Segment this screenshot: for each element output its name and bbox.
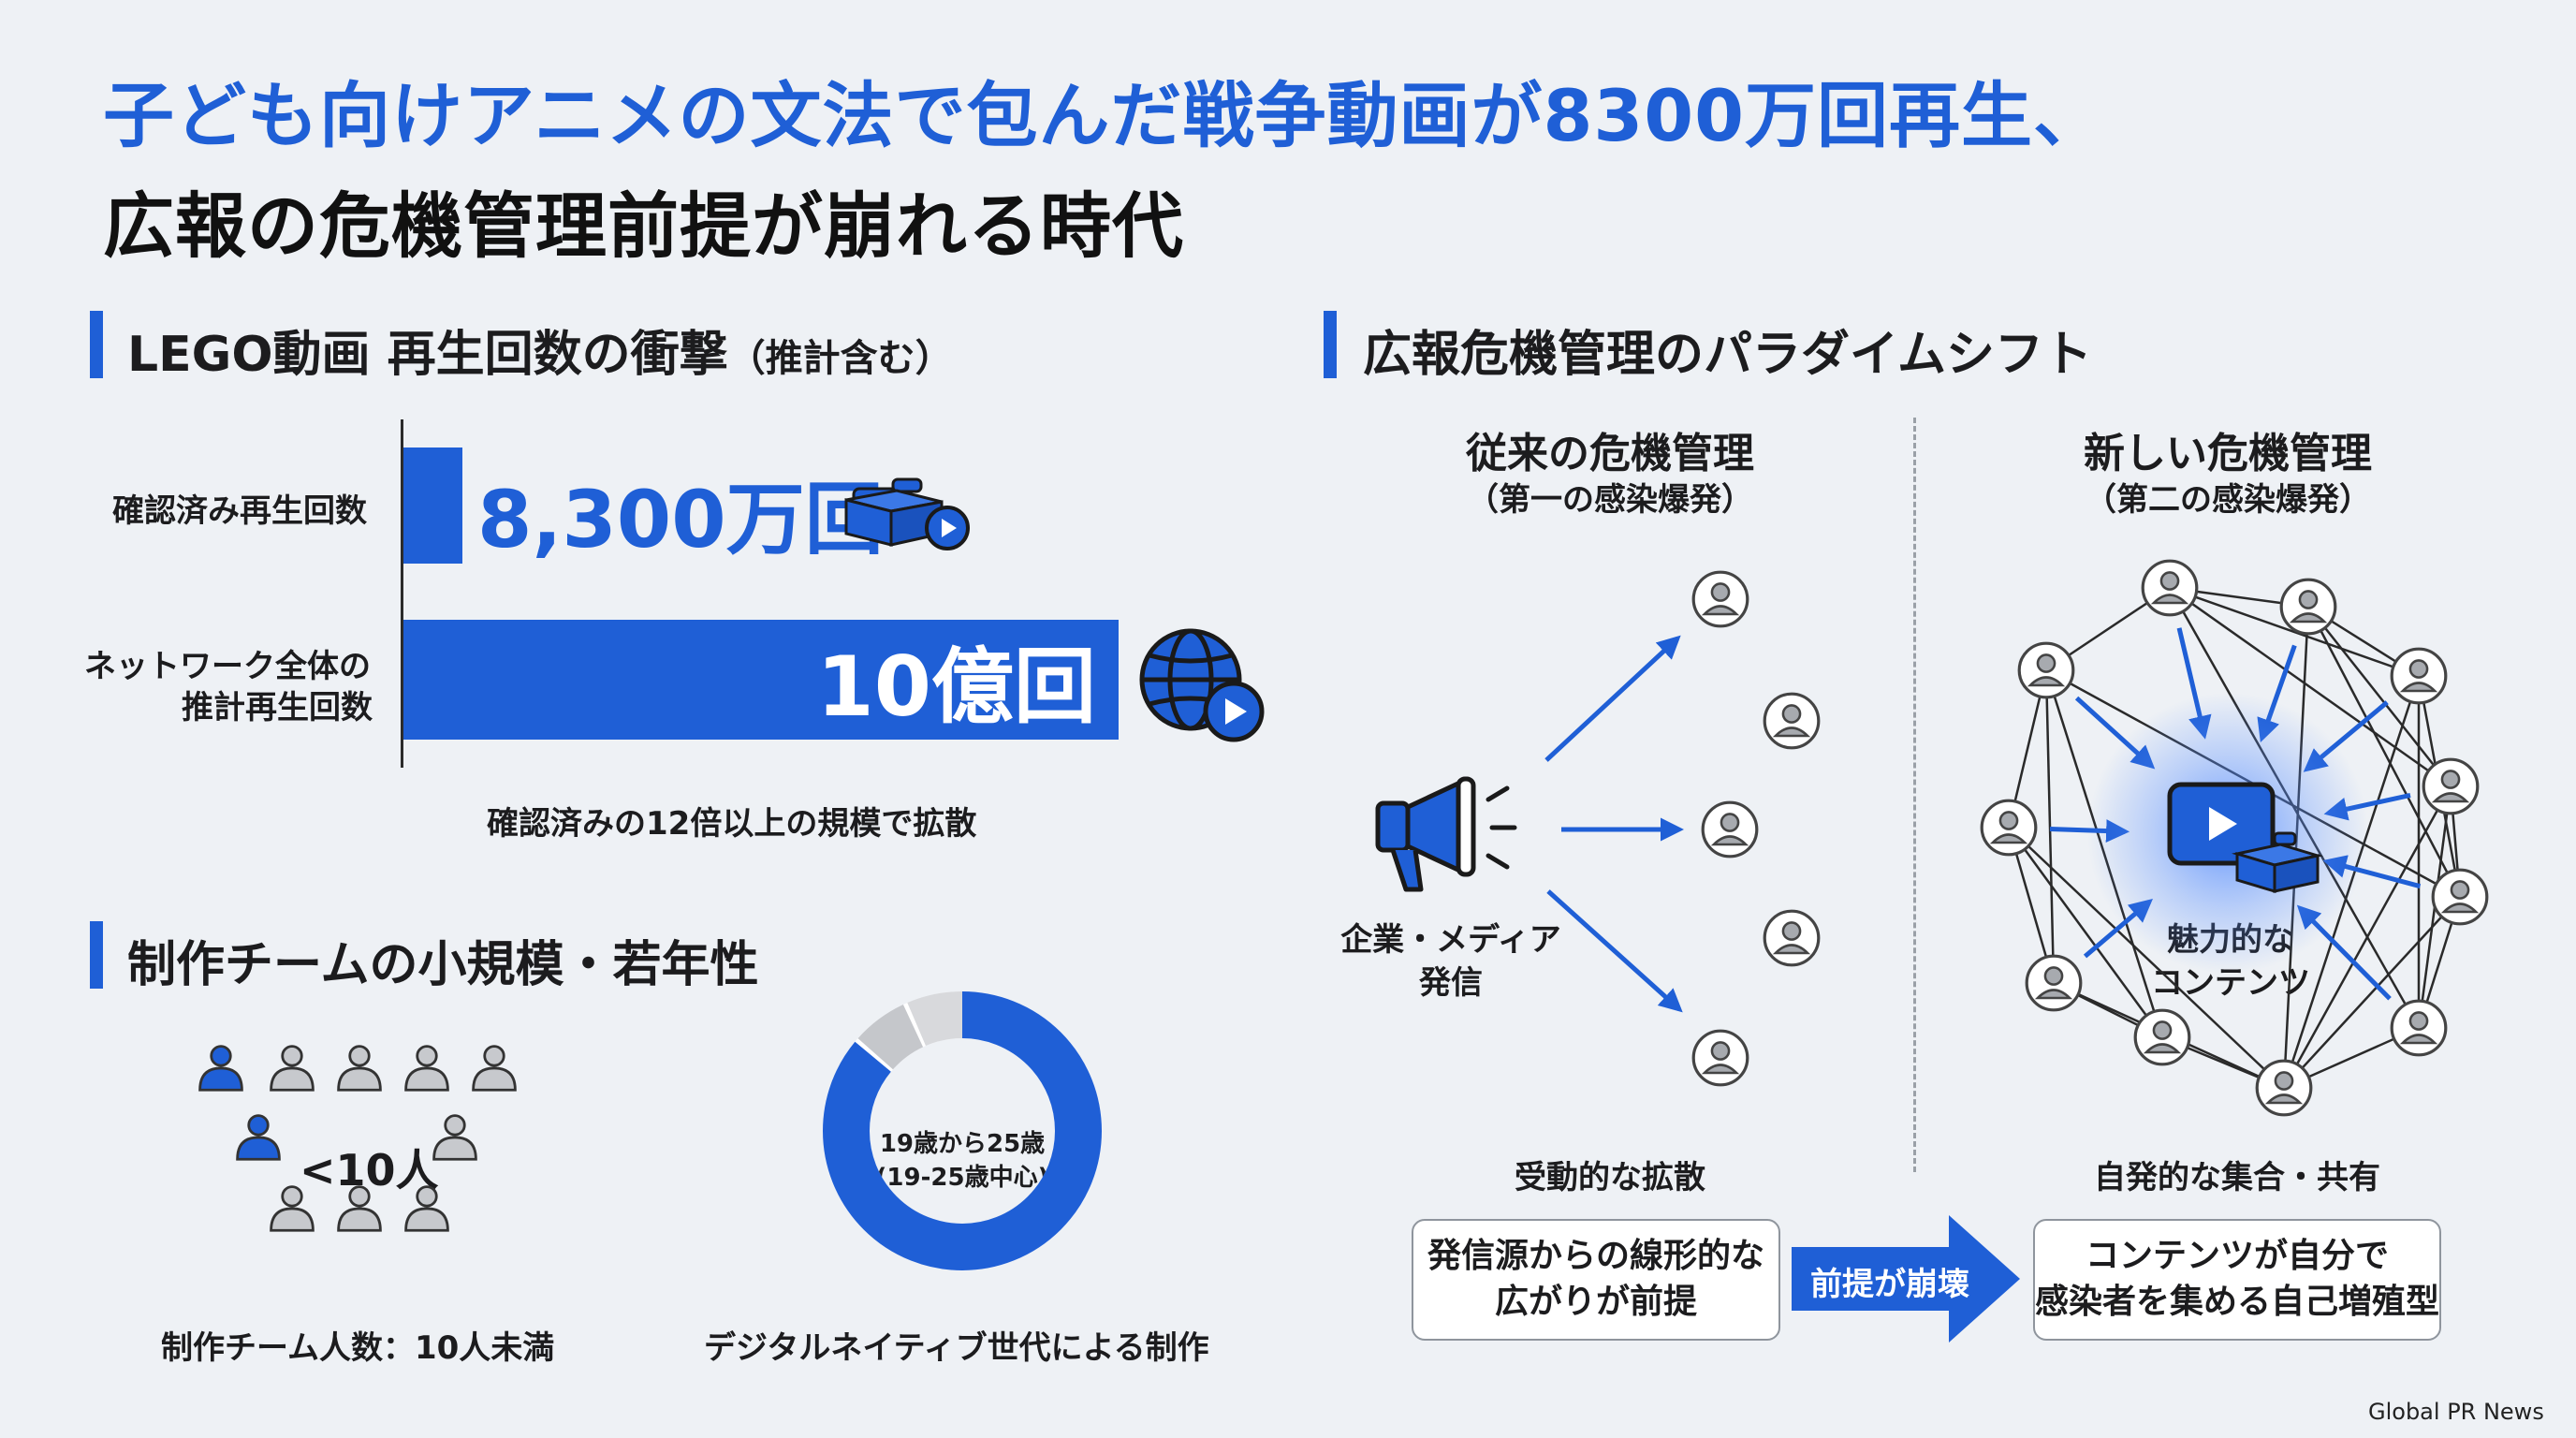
- network-link: [2169, 586, 2420, 678]
- old-audience: [1691, 570, 1821, 1087]
- collapse-arrow-label: 前提が崩壊: [1810, 1266, 1969, 1303]
- old-box: 発信源からの線形的な広がりが前提: [1412, 1219, 1780, 1341]
- person-icon: [404, 1185, 449, 1232]
- headline-line-1: 子ども向けアニメの文法で包んだ戦争動画が8300万回再生、: [103, 74, 2106, 157]
- section-marker: [90, 921, 103, 989]
- person-icon: [337, 1185, 382, 1232]
- donut-caption: デジタルネイティブ世代による制作: [704, 1329, 1209, 1367]
- person-icon: [1763, 692, 1821, 750]
- team-caption: 制作チーム人数：10人未満: [161, 1329, 555, 1367]
- network-link: [2306, 606, 2462, 898]
- network-link: [2169, 586, 2452, 788]
- views-section-title: LEGO動画 再生回数の衝撃（推計含む）: [127, 315, 953, 385]
- megaphone-icon: [1375, 776, 1517, 892]
- old-caption: 受動的な拡散: [1515, 1159, 1705, 1196]
- network-link: [2282, 785, 2452, 1089]
- video-lego-icon: [2167, 782, 2323, 894]
- old-box-line-2: 広がりが前提: [1494, 1283, 1697, 1321]
- megaphone-label: 企業・メディア 発信: [1310, 919, 1591, 1005]
- network-link: [2008, 827, 2285, 1089]
- person-icon: [2255, 1059, 2313, 1117]
- bar-label-confirmed: 確認済み再生回数: [112, 492, 367, 530]
- section-marker: [1324, 311, 1337, 378]
- views-section-title-text: LEGO動画 再生回数の衝撃: [127, 327, 728, 383]
- person-icon: [404, 1045, 449, 1092]
- new-box: コンテンツが自分で感染者を集める自己増殖型: [2033, 1219, 2441, 1341]
- person-icon: [1691, 1029, 1749, 1087]
- donut-segment-minor: [823, 991, 1102, 1270]
- person-icon: [2390, 647, 2448, 705]
- donut-center-line-2: (19-25歳中心): [875, 1164, 1049, 1193]
- bar-value-confirmed: 8,300万回: [477, 474, 884, 565]
- bar-axis: [401, 419, 403, 768]
- person-icon: [2431, 868, 2489, 926]
- donut-center-line-1: 19歳から25歳: [879, 1130, 1046, 1158]
- person-icon: [1691, 570, 1749, 628]
- person-icon: [270, 1185, 315, 1232]
- team-people: [198, 1045, 517, 1232]
- brand-label: Global PR News: [2368, 1399, 2544, 1425]
- person-icon: [2141, 559, 2199, 617]
- person-icon: [2279, 578, 2337, 636]
- new-caption: 自発的な集合・共有: [2094, 1159, 2380, 1196]
- person-icon: [2025, 954, 2083, 1012]
- bar-label-network-2: 推計再生回数: [182, 689, 373, 726]
- team-count-label: <10人: [300, 1145, 439, 1196]
- person-icon: [337, 1045, 382, 1092]
- person-icon: [2422, 757, 2480, 815]
- views-section-note: （推計含む）: [727, 337, 953, 380]
- person-icon: [1980, 799, 2038, 857]
- network-link: [2044, 669, 2056, 984]
- linear-spread-arrows: [1544, 635, 1684, 1013]
- person-icon: [236, 1114, 281, 1161]
- bar-confirmed: [403, 448, 462, 564]
- section-marker: [90, 311, 103, 378]
- person-icon: [270, 1045, 315, 1092]
- megaphone-label-line-1: 企業・メディア: [1340, 921, 1561, 959]
- paradigm-divider: [1913, 418, 1916, 1172]
- age-donut-chart: [823, 991, 1102, 1270]
- new-title: 新しい危機管理: [2084, 430, 2372, 477]
- person-icon: [198, 1045, 243, 1092]
- collapse-arrow: [1792, 1215, 2020, 1343]
- person-icon: [2390, 999, 2448, 1057]
- bar-label-network-1: ネットワーク全体の: [84, 648, 371, 685]
- donut-center-label: 19歳から25歳 (19-25歳中心): [859, 1127, 1065, 1196]
- old-box-line-1: 発信源からの線形的な: [1427, 1237, 1764, 1276]
- person-icon: [1701, 800, 1759, 858]
- person-icon: [2133, 1008, 2191, 1066]
- new-box-line-2: 感染者を集める自己増殖型: [2035, 1283, 2440, 1321]
- team-section-title: 制作チームの小規模・若年性: [127, 937, 759, 993]
- new-box-line-1: コンテンツが自分で: [2085, 1237, 2389, 1276]
- old-title: 従来の危機管理: [1466, 430, 1754, 477]
- lego-brick-play-icon: [844, 477, 970, 550]
- person-icon: [472, 1045, 517, 1092]
- network-link: [2007, 827, 2164, 1038]
- views-caption: 確認済みの12倍以上の規模で拡散: [487, 805, 977, 843]
- headline-line-2: 広報の危機管理前提が崩れる時代: [103, 184, 1184, 268]
- bar-value-network: 10億回: [816, 638, 1096, 735]
- network-link: [2307, 606, 2452, 787]
- person-icon: [1763, 909, 1821, 967]
- megaphone-label-line-2: 発信: [1419, 963, 1483, 1002]
- new-subtitle: （第二の感染爆発）: [2085, 481, 2371, 519]
- person-icon: [2017, 641, 2075, 699]
- globe-play-icon: [1139, 628, 1265, 742]
- bar-network: 10億回: [403, 620, 1119, 740]
- person-icon: [432, 1114, 477, 1161]
- paradigm-section-title: 広報危機管理のパラダイムシフト: [1363, 327, 2092, 383]
- network-link: [2283, 896, 2461, 1089]
- old-subtitle: （第一の感染爆発）: [1467, 481, 1753, 519]
